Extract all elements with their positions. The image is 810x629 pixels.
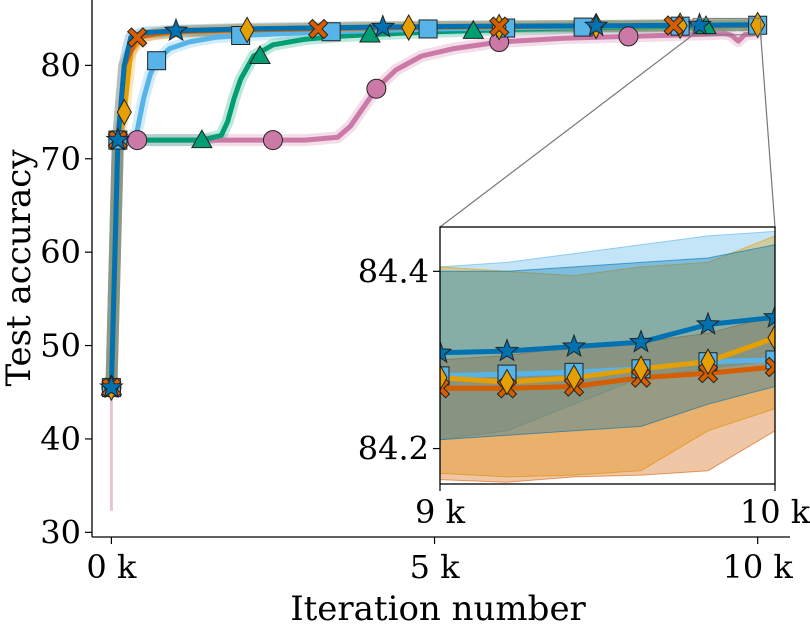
inset-y-tick-label: 84.4: [358, 252, 429, 290]
series-marker: [687, 12, 712, 36]
series-marker: [126, 27, 148, 48]
series-marker: [127, 130, 148, 151]
y-tick-label: 40: [40, 420, 81, 458]
inset-marker: [440, 364, 448, 392]
y-tick-label: 70: [40, 140, 81, 178]
x-tick-label: 0 k: [86, 548, 137, 586]
series-marker: [418, 19, 438, 39]
x-tick-label: 5 k: [410, 548, 461, 586]
series-marker: [462, 19, 485, 39]
inset-marker: [767, 324, 775, 352]
inset-line: [440, 364, 775, 391]
x-axis-label: Iteration number: [290, 589, 586, 629]
inset-marker: [561, 333, 587, 358]
main-series-markers: [99, 11, 768, 402]
inset-marker: [633, 355, 649, 383]
series-marker: [262, 130, 283, 151]
y-axis-label: Test accuracy: [0, 149, 39, 387]
inset-marker: [440, 339, 453, 364]
series-marker: [366, 78, 387, 99]
inset-x-tick-label: 10 k: [740, 493, 810, 531]
inset-marker: [700, 348, 716, 376]
inset-band: [440, 235, 775, 478]
main-axes: 30 40 50 60 70 80 0 k 5 k 10 k: [40, 0, 793, 586]
inset-marker: [566, 364, 582, 392]
inset-marker: [494, 338, 520, 362]
inset-y-tick-label: 84.2: [358, 430, 429, 468]
inset-plot-area: [440, 230, 775, 483]
y-tick-label: 50: [40, 327, 81, 365]
series-marker: [370, 14, 396, 38]
inset-zoom-panel: 84.2 84.4 9 k 10 k: [358, 226, 810, 531]
x-tick-label: 10 k: [723, 548, 794, 586]
inset-marker: [764, 356, 775, 378]
y-tick-label: 30: [40, 513, 81, 551]
inset-marker: [762, 304, 775, 328]
series-marker: [163, 17, 189, 42]
inset-marker: [695, 311, 721, 335]
series-marker: [249, 45, 271, 65]
y-tick-label: 60: [40, 233, 81, 271]
inset-line: [440, 314, 775, 356]
series-line: [108, 22, 761, 391]
series-marker: [116, 98, 132, 126]
inset-frame: [439, 226, 776, 485]
series-marker: [401, 14, 417, 42]
inset-marker: [628, 329, 654, 353]
zoom-connector-left: [439, 34, 694, 228]
inset-marker: [499, 368, 515, 396]
zoom-connector-lines: [439, 17, 776, 228]
main-series-lines: [108, 22, 761, 391]
series-marker: [147, 51, 167, 71]
inset-line: [440, 335, 775, 385]
series-marker: [663, 15, 684, 36]
inset-line: [440, 357, 775, 379]
series-marker: [618, 26, 639, 47]
series-marker: [359, 23, 381, 43]
series-marker: [583, 12, 609, 37]
series-marker: [307, 18, 329, 40]
series-marker: [99, 374, 124, 399]
series-marker: [488, 16, 510, 37]
series-marker: [239, 16, 255, 44]
zoom-source-box: [692, 17, 762, 36]
zoom-connector-right: [760, 34, 776, 228]
series-marker: [105, 127, 131, 151]
series-marker: [191, 129, 213, 149]
inset-x-tick-label: 9 k: [415, 493, 466, 531]
y-tick-label: 80: [40, 46, 81, 84]
